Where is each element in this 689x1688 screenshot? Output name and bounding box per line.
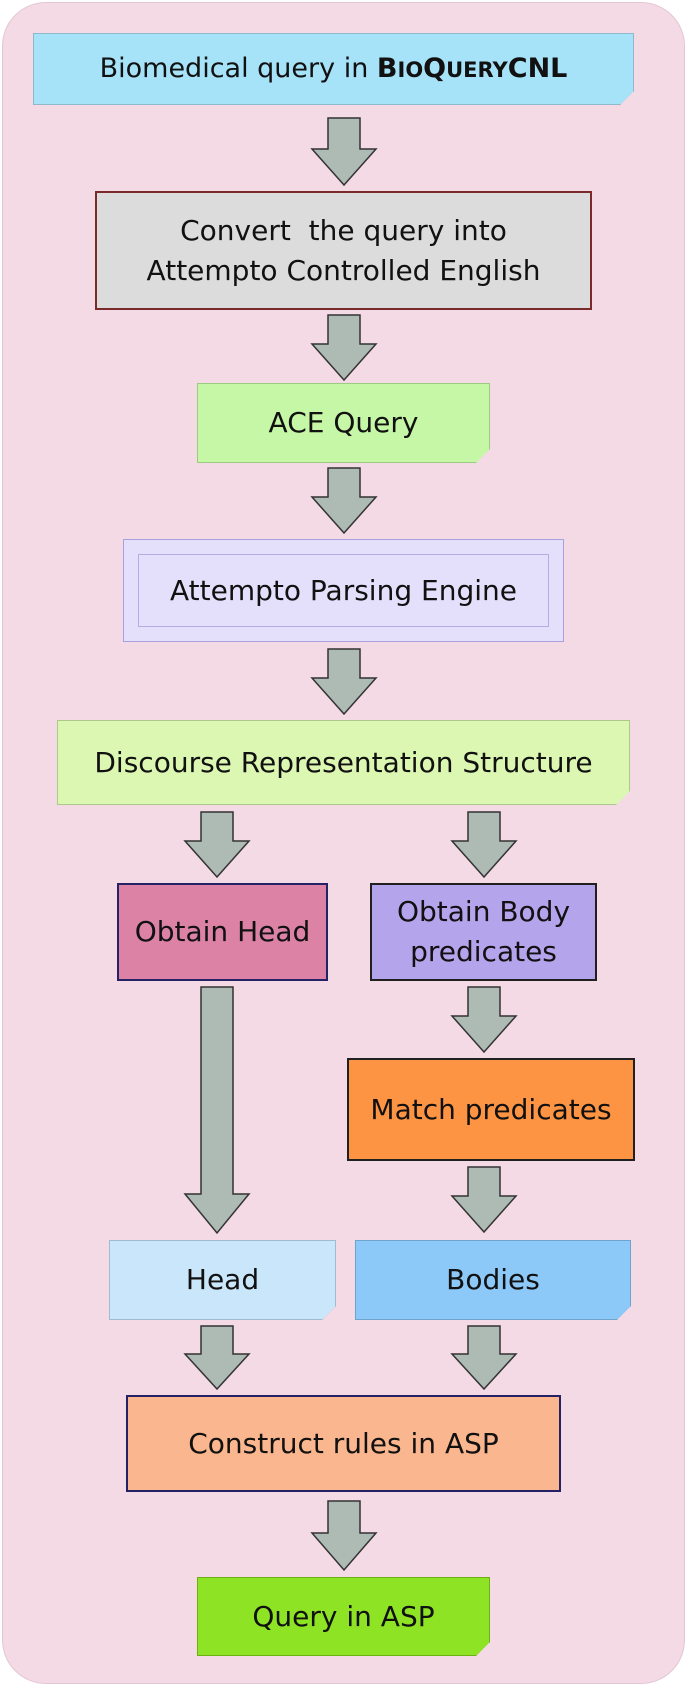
- parsing-engine-box: Attempto Parsing Engine: [123, 539, 564, 642]
- down-arrow-icon: [450, 1166, 518, 1234]
- obtain-head-box: Obtain Head: [117, 883, 328, 981]
- convert-line-2: Attempto Controlled English: [146, 253, 541, 287]
- down-arrow-icon: [310, 648, 378, 716]
- head-box: Head: [109, 1240, 336, 1320]
- obtain-body-box: Obtain Body predicates: [370, 883, 597, 981]
- obtain-body-line-2: predicates: [410, 935, 557, 968]
- down-arrow-icon: [310, 117, 378, 187]
- long-down-arrow-icon: [183, 986, 251, 1235]
- convert-line-1: Convert the query into: [180, 213, 507, 247]
- bioquerycnl-brand: BIOQUERYCNL: [376, 52, 568, 84]
- query-asp-box: Query in ASP: [197, 1577, 490, 1656]
- construct-rules-box: Construct rules in ASP: [126, 1395, 561, 1492]
- ace-query-box: ACE Query: [197, 383, 490, 463]
- input-query-text: Biomedical query in BIOQUERYCNL: [99, 52, 568, 84]
- down-arrow-icon: [450, 1325, 518, 1391]
- down-arrow-icon: [310, 1500, 378, 1572]
- down-arrow-icon: [183, 811, 251, 879]
- down-arrow-icon: [450, 811, 518, 879]
- down-arrow-icon: [310, 467, 378, 535]
- bodies-box: Bodies: [355, 1240, 631, 1320]
- drs-box: Discourse Representation Structure: [57, 720, 630, 805]
- down-arrow-icon: [183, 1325, 251, 1391]
- down-arrow-icon: [310, 314, 378, 382]
- match-predicates-box: Match predicates: [347, 1058, 635, 1161]
- convert-query-box: Convert the query into Attempto Controll…: [95, 191, 592, 310]
- input-query-box: Biomedical query in BIOQUERYCNL: [33, 33, 634, 105]
- obtain-body-line-1: Obtain Body: [396, 895, 571, 929]
- down-arrow-icon: [450, 986, 518, 1054]
